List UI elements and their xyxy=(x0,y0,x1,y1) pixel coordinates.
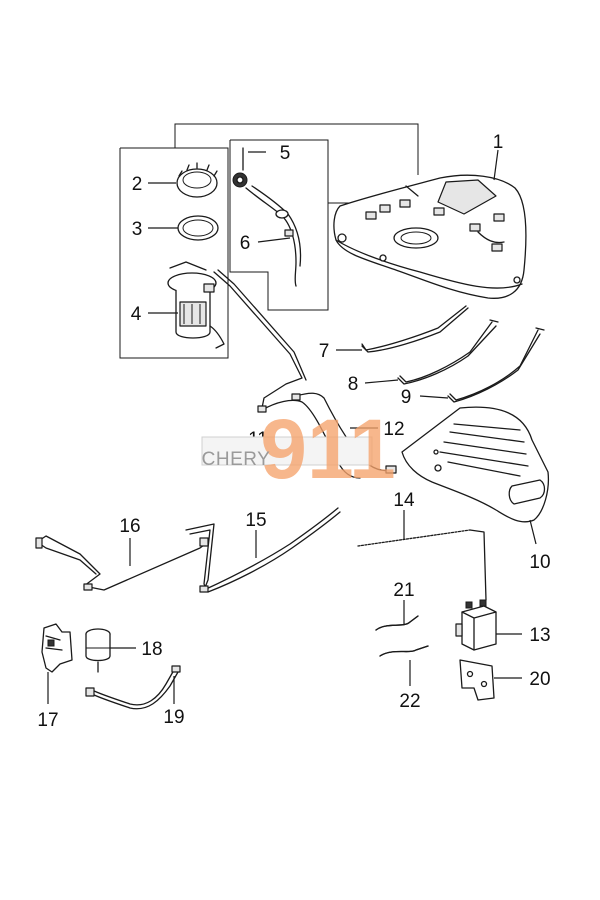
tank-straps xyxy=(361,305,545,403)
seal-ring xyxy=(177,215,219,241)
charcoal-canister xyxy=(455,599,497,651)
filler-cap xyxy=(232,147,248,188)
fuel-pump-module xyxy=(167,261,225,349)
callout-15: 15 xyxy=(245,510,266,531)
group-frames xyxy=(119,123,419,359)
callout-3: 5 xyxy=(280,143,291,164)
tank-pump-opening xyxy=(393,227,439,249)
watermark: 911 CHERY xyxy=(201,402,396,496)
fuel-filter xyxy=(85,628,111,673)
callout-14: 14 xyxy=(393,490,415,511)
callout-20: 20 xyxy=(529,669,550,690)
heat-shield xyxy=(401,406,550,523)
filler-neck-hose xyxy=(245,185,302,287)
callout-4: 4 xyxy=(131,304,142,325)
callout-9: 9 xyxy=(401,387,412,408)
canister-bracket xyxy=(459,659,495,701)
fuel-lines-11-12 xyxy=(213,269,397,479)
pump-group-frame xyxy=(119,147,229,359)
watermark-brand: CHERY xyxy=(202,449,271,470)
callout-7: 7 xyxy=(319,341,330,362)
callout-12: 12 xyxy=(383,419,404,440)
filler-group-frame xyxy=(229,139,329,311)
callout-22: 22 xyxy=(399,691,420,712)
callout-6: 2 xyxy=(132,174,143,195)
fuel-tank xyxy=(333,174,527,299)
hose-19 xyxy=(85,665,181,710)
callout-16: 18 xyxy=(141,639,162,660)
fuel-line-17 xyxy=(35,535,209,591)
lock-ring xyxy=(176,162,218,198)
hoses-21-22 xyxy=(375,615,429,657)
watermark-number: 911 xyxy=(260,402,396,496)
callout-8: 8 xyxy=(348,374,359,395)
callout-5: 3 xyxy=(132,219,143,240)
fuel-line-15 xyxy=(185,507,341,593)
callout-10: 10 xyxy=(529,552,550,573)
vent-hose xyxy=(357,529,487,601)
callout-13: 13 xyxy=(529,625,550,646)
filter-bracket xyxy=(41,623,73,673)
watermark-box xyxy=(201,436,373,466)
callout-2: 6 xyxy=(240,233,251,254)
callout-18: 17 xyxy=(37,710,58,731)
callout-21: 21 xyxy=(393,580,414,601)
callout-17: 16 xyxy=(119,516,140,537)
callout-1: 1 xyxy=(493,132,504,153)
callout-19: 19 xyxy=(163,707,184,728)
